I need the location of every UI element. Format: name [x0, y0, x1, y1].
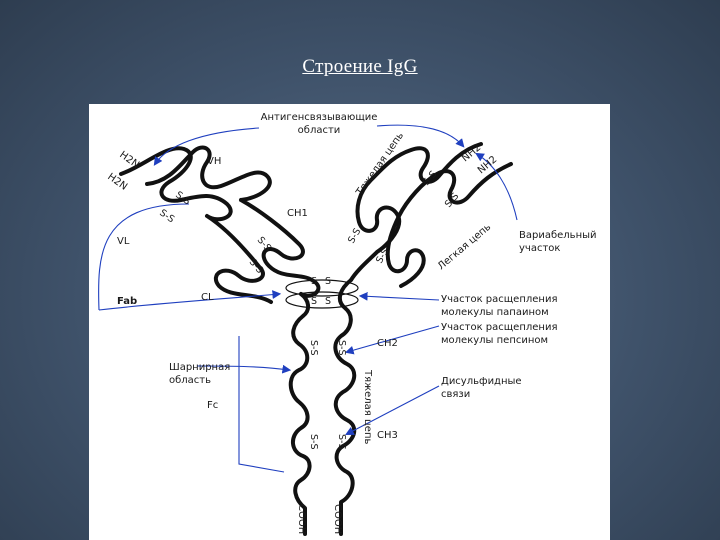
fc-right-chain: [333, 278, 357, 536]
fc-ss-ch2-left: S-S: [308, 340, 319, 356]
fc-ss-ch3-left: S-S: [308, 434, 319, 450]
papain-label-2: молекулы папаином: [441, 307, 549, 318]
antigen-binding-label: Антигенсвязывающие: [261, 112, 378, 123]
antigen-arrow-left: [153, 127, 260, 166]
left-light-chain: [119, 146, 273, 304]
vh-label: VH: [207, 156, 221, 167]
ss-bond-ch1-right: S-S: [346, 227, 363, 246]
pepsin-arrow: [344, 325, 440, 355]
ch1-label: CH1: [287, 208, 308, 219]
fab-arrow: [98, 290, 282, 311]
hinge-label-2: область: [169, 375, 211, 386]
hinge-s-bottom-left: S: [311, 296, 317, 307]
vl-label: VL: [117, 236, 130, 247]
hinge-ring-top: [285, 279, 359, 297]
fc-label: Fc: [207, 400, 218, 411]
cooh-right: COOH: [332, 504, 343, 534]
hinge-s-top-right: S: [325, 276, 331, 287]
igg-diagram: Антигенсвязывающие области H2N H2N NH2 N…: [98, 112, 597, 536]
slide-title: Строение IgG: [302, 56, 418, 77]
cl-label: CL: [201, 292, 214, 303]
antigen-arrow-right: [376, 124, 465, 148]
hinge-s-top-left: S: [311, 276, 317, 287]
disulfide-label-2: связи: [441, 389, 470, 400]
ss-bond-vl-right: S-S: [443, 191, 461, 210]
cooh-left: COOH: [296, 504, 307, 534]
light-chain-label: Легкая цепь: [436, 222, 493, 273]
ch2-label: CH2: [377, 338, 398, 349]
h2n-label-bottom: H2N: [105, 171, 129, 192]
heavy-chain-label-lower: Тяжелая цепь: [362, 369, 373, 444]
fc-bracket: [238, 336, 285, 473]
hinge-ring-bottom: [285, 291, 359, 309]
hinge-s-bottom-right: S: [325, 296, 331, 307]
variable-arrow: [475, 152, 518, 221]
ss-bond-vl: S-S: [157, 207, 176, 225]
antigen-binding-label-2: области: [298, 125, 341, 136]
papain-label: Участок расщепления: [441, 294, 557, 305]
fc-left-chain: [288, 292, 312, 536]
igg-diagram-panel: Антигенсвязывающие области H2N H2N NH2 N…: [89, 104, 610, 540]
papain-arrow: [358, 291, 440, 301]
hinge-arrow: [196, 364, 292, 374]
heavy-chain-label-upper: Тяжелая цепь: [354, 130, 406, 198]
disulfide-label: Дисульфидные: [441, 376, 522, 387]
fab-label: Fab: [117, 296, 137, 307]
right-heavy-chain: [349, 142, 483, 282]
right-light-chain: [385, 162, 513, 288]
ch3-label: CH3: [377, 430, 398, 441]
variable-region-label-2: участок: [519, 243, 560, 254]
pepsin-label-2: молекулы пепсином: [441, 335, 548, 346]
variable-region-label: Вариабельный: [519, 230, 597, 241]
pepsin-label: Участок расщепления: [441, 322, 557, 333]
hinge-label: Шарнирная: [169, 362, 230, 373]
fc-ss-ch2-right: S-S: [336, 340, 347, 356]
fc-ss-ch3-right: S-S: [336, 434, 347, 450]
disulfide-arrow: [345, 385, 440, 436]
fab-bracket: [98, 203, 190, 311]
